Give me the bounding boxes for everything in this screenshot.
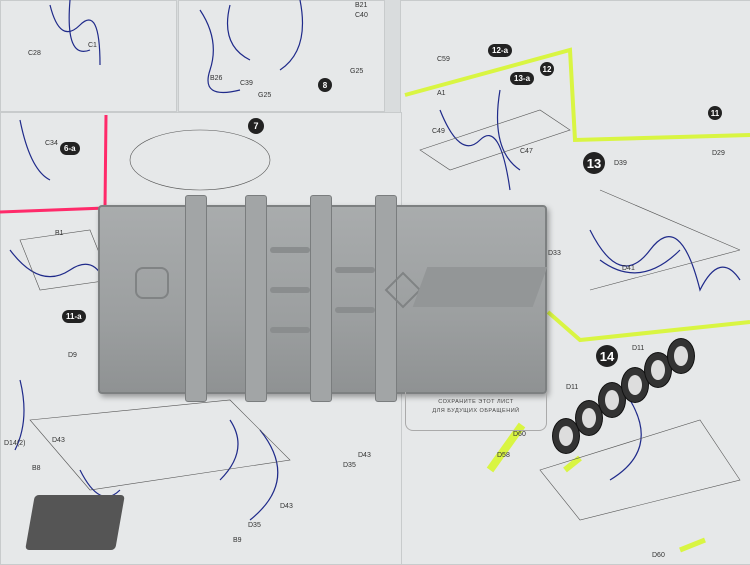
part-label: D60	[513, 431, 526, 438]
red-marker-line	[0, 114, 108, 214]
hull-hatch	[135, 267, 169, 299]
part-label: C47	[520, 148, 533, 155]
part-label: G25	[258, 92, 272, 99]
save-sheet-notice: СОХРАНИТЕ ЭТОТ ЛИСТ ДЛЯ БУДУЩИХ ОБРАЩЕНИ…	[405, 392, 547, 431]
highlight-line-bottom	[679, 537, 706, 553]
highlight-line-d58	[486, 422, 526, 473]
step-6a-badge: 6-a	[60, 142, 80, 155]
hull-rib	[310, 195, 332, 402]
part-label: D60	[652, 552, 665, 559]
hull-slot	[335, 267, 375, 273]
part-label: D9	[68, 352, 77, 359]
part-label: D43	[280, 503, 293, 510]
part-label: C59	[437, 56, 450, 63]
part-label: C39	[240, 80, 253, 87]
hull-slot	[270, 327, 310, 333]
part-label: D58	[497, 452, 510, 459]
hull-rib	[245, 195, 267, 402]
part-label: B21	[355, 2, 368, 9]
save-notice-line1: СОХРАНИТЕ ЭТОТ ЛИСТ	[438, 399, 514, 405]
step-7-badge: 7	[248, 118, 264, 134]
part-label: C1	[88, 42, 97, 49]
step-11a-badge: 11-a	[62, 310, 86, 323]
save-notice-line2: ДЛЯ БУДУЩИХ ОБРАЩЕНИЙ	[432, 408, 520, 414]
part-label: D33	[548, 250, 561, 257]
step-12a-badge: 12-a	[488, 44, 513, 57]
hull-rib	[185, 195, 207, 402]
part-label: D35	[248, 522, 261, 529]
road-wheel	[667, 338, 695, 374]
part-label: C28	[28, 50, 41, 57]
hull-slot	[270, 287, 310, 293]
step-11-badge: 11	[708, 106, 722, 120]
hull-slot	[335, 307, 375, 313]
part-label: A1	[437, 90, 446, 97]
tank-hull-model	[98, 195, 548, 402]
hull-stripe	[412, 267, 548, 307]
part-label: B1	[55, 230, 64, 237]
part-label: D11	[566, 384, 579, 391]
part-label: D41	[622, 265, 635, 272]
part-label: D14(2)	[4, 440, 26, 447]
part-label: D11	[632, 345, 645, 352]
step-12-badge: 12	[540, 62, 554, 76]
step-13a-badge: 13-a	[510, 72, 535, 85]
part-label: D43	[358, 452, 371, 459]
instruction-sheet-top-left	[0, 0, 177, 112]
step-14-badge: 14	[596, 345, 618, 367]
part-label: D43	[52, 437, 65, 444]
part-label: D29	[712, 150, 725, 157]
part-label: C49	[432, 128, 445, 135]
highlight-line-13	[546, 310, 750, 343]
part-label: G25	[350, 68, 364, 75]
step-8-badge: 8	[318, 78, 332, 92]
part-label: B9	[233, 537, 242, 544]
hull-rib	[375, 195, 397, 402]
part-label: C34	[45, 140, 58, 147]
part-label: D35	[343, 462, 356, 469]
step-13-badge: 13	[583, 152, 605, 174]
part-label: C40	[355, 12, 368, 19]
part-label: B26	[210, 75, 223, 82]
highlight-line-14	[563, 455, 582, 473]
hull-slot	[270, 247, 310, 253]
part-label: D39	[614, 160, 627, 167]
highlight-line-12	[404, 47, 750, 143]
road-wheel	[575, 400, 603, 436]
grille-part	[25, 495, 125, 550]
part-label: B8	[32, 465, 41, 472]
